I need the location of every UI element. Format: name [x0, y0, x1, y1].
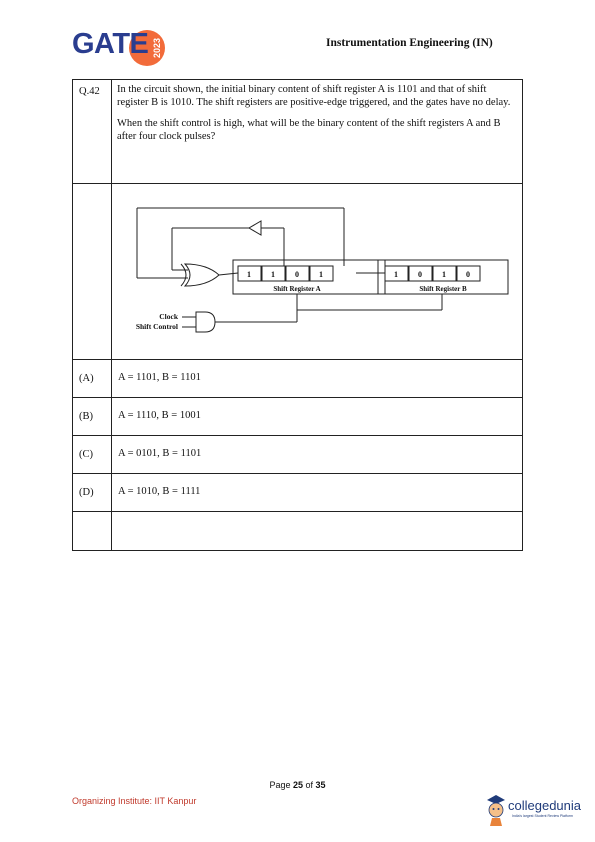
option-text-a: A = 1101, B = 1101 [111, 359, 523, 398]
clock-label: Clock [159, 312, 179, 321]
figure-cell: 1 1 0 1 1 0 1 0 Shift Register A Shift R… [111, 183, 523, 360]
blank-row [72, 511, 523, 551]
register-b-bit-2: 1 [442, 270, 446, 279]
option-label-b: (B) [72, 397, 112, 436]
question-number: Q.42 [72, 79, 112, 184]
option-label-d: (D) [72, 473, 112, 512]
page-total: 35 [315, 780, 326, 790]
register-b-bit-0: 1 [394, 270, 398, 279]
logo-year: 2023 [152, 38, 162, 59]
xor-gate [183, 263, 220, 287]
page-current: 25 [292, 780, 303, 790]
shift-register-b [377, 259, 509, 295]
circuit-diagram: 1 1 0 1 1 0 1 0 Shift Register A Shift R… [136, 207, 509, 333]
question-row: Q.42 In the circuit shown, the initial b… [72, 79, 523, 184]
option-text-d: A = 1010, B = 1111 [111, 473, 523, 512]
register-a-bit-2: 0 [295, 270, 299, 279]
page-title: Instrumentation Engineering (IN) [326, 37, 493, 49]
page-of: of [303, 780, 316, 790]
page-number: Page 25 of 35 [0, 780, 595, 790]
option-row-a[interactable]: (A) A = 1101, B = 1101 [72, 359, 523, 398]
register-a-bit-1: 1 [271, 270, 275, 279]
logo-circle-icon [129, 30, 165, 66]
option-row-c[interactable]: (C) A = 0101, B = 1101 [72, 435, 523, 474]
brand-name: collegedunia [508, 798, 582, 813]
option-label-a: (A) [72, 359, 112, 398]
logo-text: GATE [72, 28, 149, 60]
option-label-c: (C) [72, 435, 112, 474]
page-prefix: Page [269, 780, 293, 790]
option-text-b: A = 1110, B = 1001 [111, 397, 523, 436]
option-row-b[interactable]: (B) A = 1110, B = 1001 [72, 397, 523, 436]
blank-cell-left [72, 511, 112, 551]
collegedunia-logo: collegedunia India's largest Student Rev… [484, 792, 584, 832]
shift-control-label: Shift Control [136, 322, 178, 331]
question-paragraph-1: In the circuit shown, the initial binary… [117, 84, 511, 108]
and-gate [195, 311, 216, 333]
register-a-label: Shift Register A [273, 285, 320, 293]
question-table: Q.42 In the circuit shown, the initial b… [72, 79, 523, 551]
figure-number-cell [72, 183, 112, 360]
register-a-bit-0: 1 [247, 270, 251, 279]
blank-cell-right [111, 511, 523, 551]
register-a-bit-3: 1 [319, 270, 323, 279]
question-text: In the circuit shown, the initial binary… [111, 79, 523, 184]
mascot-icon [487, 795, 505, 826]
register-b-bit-3: 0 [466, 270, 470, 279]
figure-row: 1 1 0 1 1 0 1 0 Shift Register A Shift R… [72, 183, 523, 360]
question-paragraph-2: When the shift control is high, what wil… [117, 118, 501, 142]
brand-tagline: India's largest Student Review Platform [512, 814, 573, 818]
register-b-label: Shift Register B [419, 285, 467, 293]
organizer-text: Organizing Institute: IIT Kanpur [72, 796, 197, 806]
option-row-d[interactable]: (D) A = 1010, B = 1111 [72, 473, 523, 512]
gate-logo: GATE 2023 [72, 26, 182, 70]
option-text-c: A = 0101, B = 1101 [111, 435, 523, 474]
buffer-gate [248, 220, 262, 236]
register-b-bit-1: 0 [418, 270, 422, 279]
